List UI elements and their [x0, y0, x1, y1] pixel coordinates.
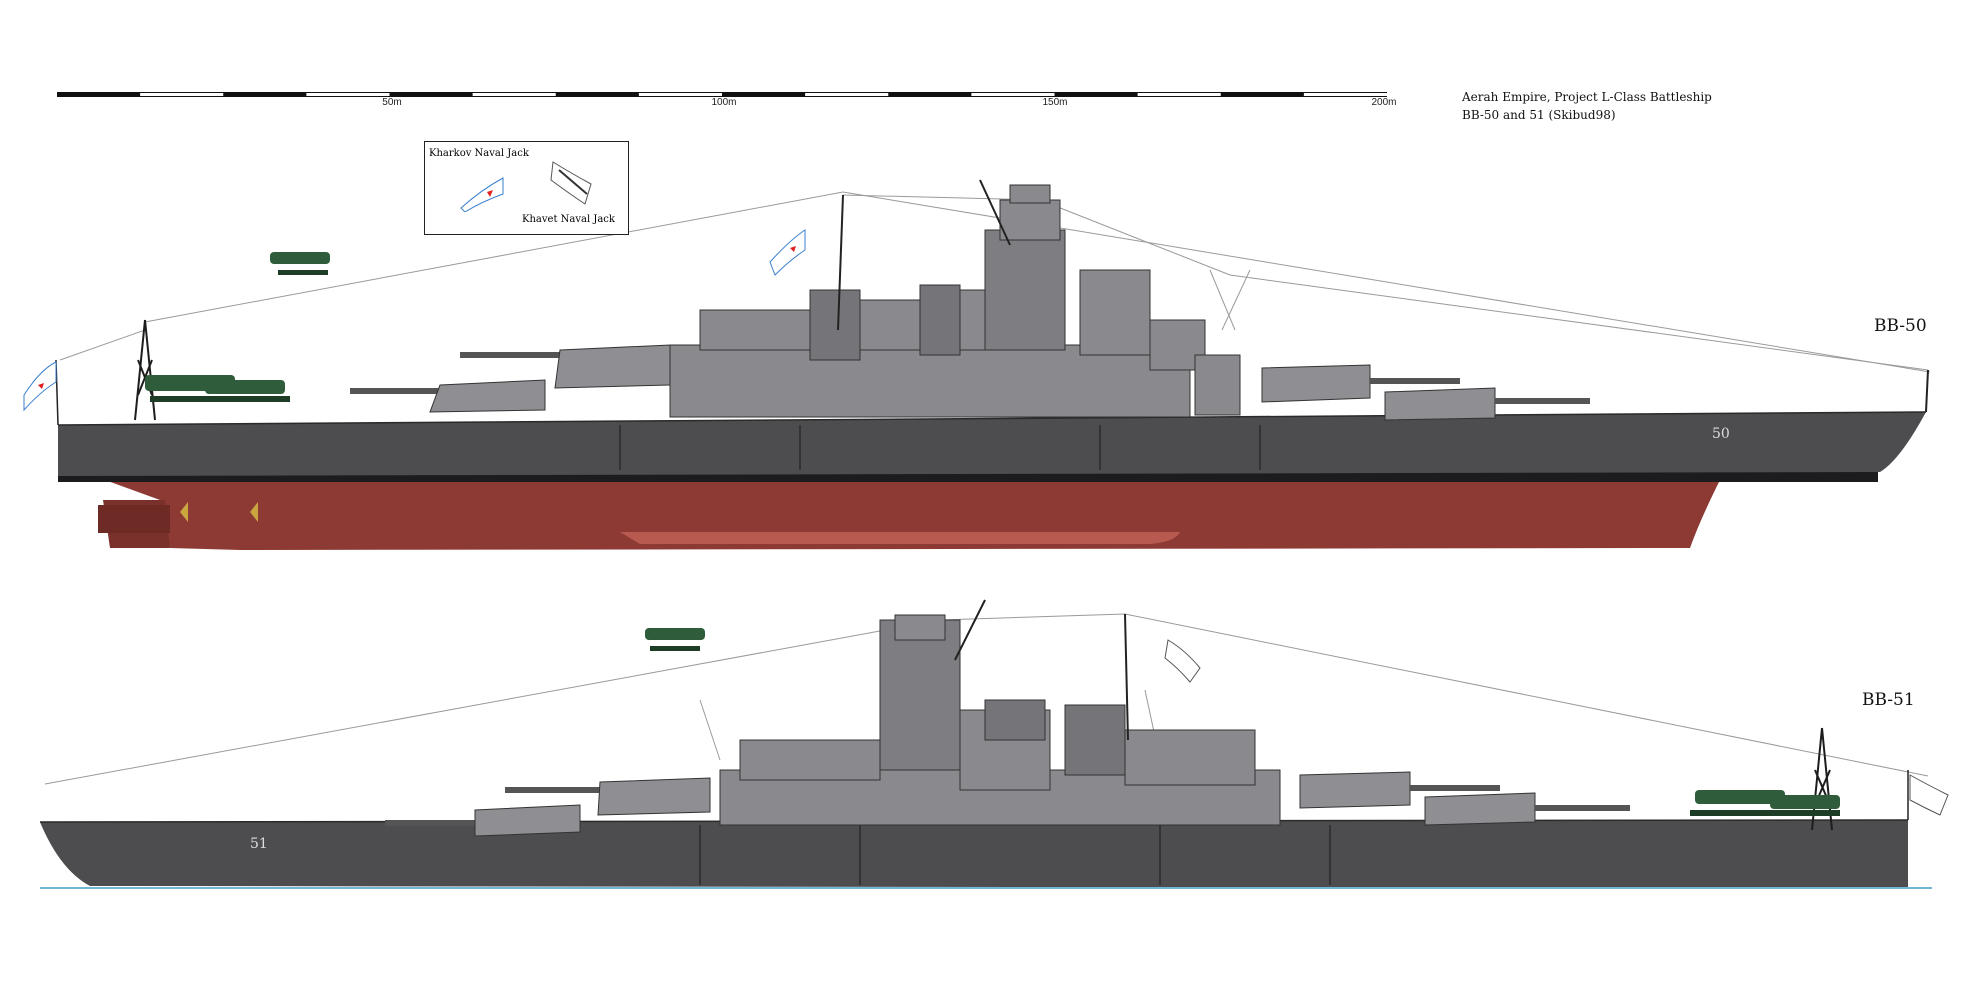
legend-khavet-label: Khavet Naval Jack: [522, 214, 615, 225]
hull-number-50: 50: [1712, 426, 1730, 442]
title-line-1: Aerah Empire, Project L-Class Battleship: [1462, 90, 1712, 104]
ship-label-bb-51: BB-51: [1862, 690, 1915, 710]
mast-flag-icon: [769, 229, 806, 276]
naval-jack-legend: Kharkov Naval Jack Khavet Naval Jack: [424, 141, 629, 235]
hull-number-51: 51: [250, 836, 268, 852]
bow-jackstaff: [1925, 369, 1929, 413]
superstructure: [719, 614, 1281, 826]
main-mast: [837, 179, 1011, 331]
scale-bar-segment: [638, 93, 722, 96]
mast-flag-icon: [1164, 639, 1201, 683]
scale-bar-segment: [971, 93, 1055, 96]
main-turrets-forward: [1261, 364, 1590, 421]
stern-flag-icon: [1907, 770, 1949, 820]
legend-kharkov-label: Kharkov Naval Jack: [429, 148, 529, 159]
scale-bar-segment: [306, 93, 390, 96]
aircraft-icon: [645, 628, 705, 651]
scale-bar-segment: [472, 93, 556, 96]
upper-hull: [58, 412, 1926, 476]
aft-crane: [134, 319, 156, 421]
main-turrets-forward: [385, 777, 711, 837]
deck-aircraft: [145, 375, 290, 402]
propeller-icons: [180, 502, 258, 522]
stern-flag-icon: [23, 359, 59, 426]
scale-bar-segment: [1137, 93, 1221, 96]
scale-bar-segment: [140, 93, 224, 96]
scale-tick-100m: 100m: [711, 97, 737, 108]
khavet-jack-icon: [550, 161, 592, 205]
ship-label-bb-50: BB-50: [1874, 316, 1927, 336]
scale-bar-segment: [805, 93, 889, 96]
scale-bar: [57, 92, 1387, 97]
main-turrets-aft: [350, 344, 671, 413]
bulge-highlight: [620, 532, 1180, 544]
title-block: Aerah Empire, Project L-Class Battleship…: [1462, 88, 1712, 124]
scale-bar-segment: [1303, 93, 1387, 96]
title-line-2: BB-50 and 51 (Skibud98): [1462, 108, 1616, 122]
hull-details: [699, 825, 1331, 885]
superstructure: [669, 184, 1241, 418]
scale-tick-150m: 150m: [1042, 97, 1068, 108]
hull: [40, 820, 1908, 888]
hull-details: [619, 425, 1261, 470]
lower-hull: [105, 480, 1720, 550]
deck-aircraft: [1690, 790, 1840, 816]
scale-tick-50m: 50m: [382, 97, 402, 108]
ship-bb-51: [39, 599, 1949, 889]
main-mast: [954, 599, 1129, 741]
main-turrets-aft: [1299, 771, 1630, 826]
scale-tick-200m: 200m: [1371, 97, 1397, 108]
kharkov-jack-icon: [460, 177, 504, 212]
ship-bb-50: [23, 179, 1931, 550]
skeg: [98, 505, 170, 533]
aircraft-icon: [270, 252, 330, 275]
